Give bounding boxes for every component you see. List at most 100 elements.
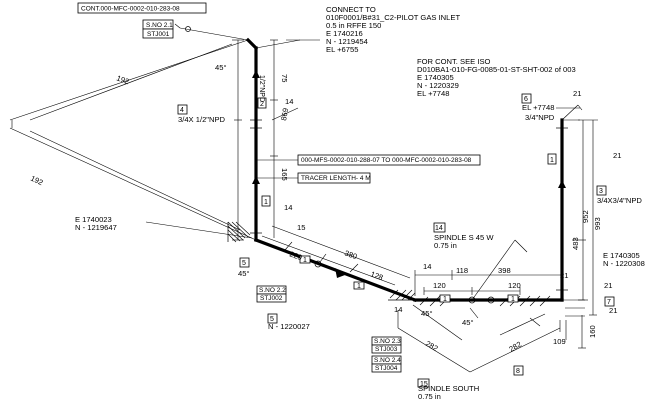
- n-left: N - 1219647: [75, 223, 117, 232]
- dim-14-a: 14: [285, 97, 293, 106]
- n-bottom: N - 1220027: [268, 322, 310, 331]
- connect-line-6: EL +6755: [326, 45, 358, 54]
- spool-tag-1f: 1: [511, 296, 515, 303]
- stj001-box: [142, 28, 174, 39]
- dimension-lines: [9, 23, 598, 373]
- flow-arrow-right: [558, 180, 566, 188]
- spool-tag-1g: 1: [550, 157, 554, 164]
- dim-15: 15: [297, 223, 305, 232]
- tag6-box: [521, 93, 532, 104]
- for-cont-line-5: EL +7748: [417, 89, 449, 98]
- hatch-left: [227, 221, 251, 243]
- tag5b-num: 5: [270, 316, 274, 323]
- spool-tag-1d: 1: [357, 283, 361, 290]
- joint-stj003: [468, 296, 476, 304]
- spool-tag-1c: 1: [303, 257, 307, 264]
- dim-75: 75: [280, 74, 289, 82]
- dim-14-b: 14: [284, 203, 292, 212]
- tag4-box: [177, 104, 188, 115]
- dim-165: 165: [280, 168, 289, 181]
- tag3-num: 3: [599, 188, 603, 195]
- for-cont-line-4: N - 1220329: [417, 81, 459, 90]
- tag14-box: [433, 222, 446, 233]
- dim-109: 109: [553, 337, 566, 346]
- spindle-s45w: SPINDLE S 45 W: [434, 233, 494, 242]
- dim-21-a: 21: [573, 89, 581, 98]
- pipe-route: [245, 37, 564, 303]
- angle-45-bottom-a: 45°: [421, 309, 432, 318]
- spool-tag-1a: 2: [260, 101, 264, 108]
- tag5b-box: [267, 313, 278, 324]
- spool-tag-1b: 1: [264, 199, 268, 206]
- tracer-label: TRACER LENGTH- 4 M: [301, 175, 371, 182]
- joint-stj004: [487, 296, 495, 304]
- tag3-box: [596, 185, 607, 196]
- dim-282-b: 282: [508, 340, 523, 354]
- cont-top-box: [77, 2, 207, 14]
- dim-21-e: 21: [609, 306, 617, 315]
- dim-380: 380: [343, 248, 358, 261]
- dim-21-d: 21: [604, 281, 612, 290]
- stj002-box: [256, 293, 287, 303]
- flow-arrows: [252, 70, 566, 278]
- tag5a-num: 5: [242, 260, 246, 267]
- dim-952: 952: [581, 210, 590, 223]
- spool-box-left-mid: [261, 195, 271, 207]
- tag4-num: 4: [180, 107, 184, 114]
- spool-box-right: [547, 153, 557, 165]
- line-ref-label: 000-MFS-0002-010-288-07 TO 000-MFC-0002-…: [301, 157, 472, 164]
- tag4-text: 3/4X 1/2"NPD: [178, 115, 226, 124]
- spindle-s45w-size: 0.75 in: [434, 241, 457, 250]
- fittings: [185, 26, 568, 304]
- for-cont-line-3: E 1740305: [417, 73, 454, 82]
- angle-45-left: 45°: [238, 269, 249, 278]
- e-left: E 1740023: [75, 215, 112, 224]
- dim-160: 160: [588, 325, 597, 338]
- labels: CONT.000-MFC-0002-010-283-08 S.NO 2.1 ST…: [75, 5, 645, 400]
- connect-line-3: 0.5 in RFFE 150: [326, 21, 381, 30]
- spindle-south: SPINDLE SOUTH: [418, 384, 479, 393]
- tag7-num: 7: [607, 299, 611, 306]
- boxes: [77, 2, 615, 388]
- dim-282-a: 282: [424, 339, 439, 353]
- spool-box-diag: [299, 255, 311, 264]
- dim-21-c: 21: [560, 271, 568, 280]
- dimension-texts: 192 192 75 869 165 14 14 15 220 380 128 …: [29, 63, 621, 354]
- tag7-box: [604, 296, 615, 307]
- dim-120-b: 120: [508, 281, 521, 290]
- tag8-box: [513, 365, 524, 376]
- tracer-box: [297, 172, 371, 184]
- tag15-box: [417, 378, 430, 388]
- sno22-label: S.NO 2.2: [259, 287, 286, 294]
- sno23-label: S.NO 2.3: [374, 338, 401, 345]
- dim-118: 118: [456, 266, 468, 275]
- sno21-label: S.NO 2.1: [146, 22, 173, 29]
- n-right: N - 1220308: [603, 259, 645, 268]
- stj003-label: STJ003: [375, 346, 398, 353]
- connect-line-4: E 1740216: [326, 29, 363, 38]
- tag3-text: 3/4X3/4"NPD: [597, 196, 642, 205]
- npd12-label: 1/2"NPD: [258, 75, 265, 102]
- cont-top-label: CONT.000-MFC-0002-010-283-08: [81, 6, 180, 13]
- angle-45-top: 45°: [215, 63, 226, 72]
- line-ref-box: [297, 154, 481, 166]
- stj004-box: [371, 363, 402, 373]
- tag6-el: EL +7748: [522, 103, 554, 112]
- for-cont-line-1: FOR CONT. SEE ISO: [417, 57, 491, 66]
- dim-128: 128: [369, 269, 384, 282]
- sno24-label: S.NO 2.4: [374, 357, 401, 364]
- stj004-label: STJ004: [375, 365, 398, 372]
- spool-box-bottom2: [507, 294, 519, 303]
- spool-box-left-top: [257, 97, 267, 109]
- tag5a-box: [239, 257, 250, 268]
- connect-line-1: CONNECT TO: [326, 5, 376, 14]
- stj003-box: [371, 344, 402, 354]
- dim-220: 220: [288, 249, 303, 262]
- angle-45-bottom-b: 45°: [462, 318, 473, 327]
- tag8-num: 8: [516, 368, 520, 375]
- spool-box-bottom1: [439, 294, 451, 303]
- tag6-num: 6: [524, 96, 528, 103]
- dim-993: 993: [593, 217, 602, 230]
- flow-arrow-diagonal: [335, 268, 345, 278]
